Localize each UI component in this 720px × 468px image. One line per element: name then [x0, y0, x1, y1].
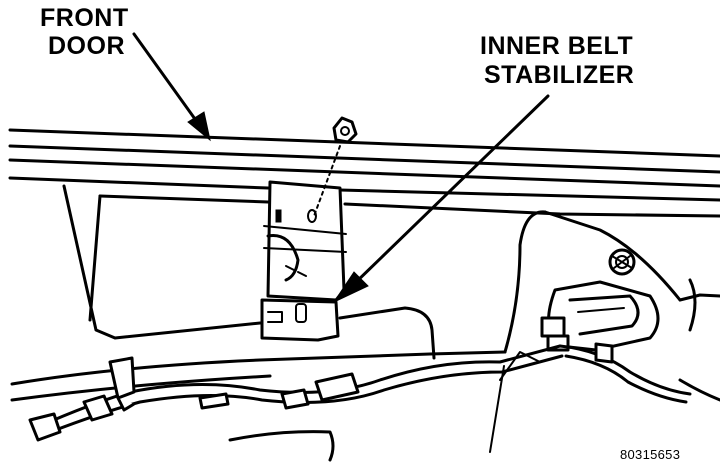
- stabilizer-arrow: [332, 94, 550, 304]
- stabilizer-label-line1: INNER BELT: [480, 32, 634, 60]
- stabilizer-bracket: [260, 180, 347, 342]
- front-door-label-line2: DOOR: [48, 32, 125, 60]
- panel-fastener: [608, 248, 636, 276]
- door-latch: [540, 278, 697, 352]
- front-door-arrow: [132, 32, 211, 142]
- figure-code: 80315653: [620, 447, 681, 462]
- front-door-label-line1: FRONT: [40, 4, 129, 32]
- door-belt-edges: [8, 128, 720, 218]
- stabilizer-label-line2: STABILIZER: [484, 61, 635, 89]
- door-inner-panel: [10, 184, 720, 402]
- cable-pointer: [489, 365, 505, 453]
- mounting-nut: [313, 116, 358, 217]
- wiring-harness: [28, 342, 692, 462]
